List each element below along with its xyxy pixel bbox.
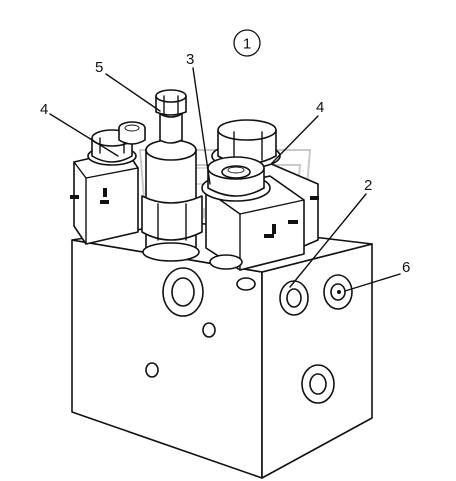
- front-ports: [145, 267, 256, 378]
- callout-2-label: 2: [364, 177, 372, 194]
- callout-5: 5: [95, 59, 161, 112]
- solenoid-valve-left: [70, 121, 146, 245]
- pressure-valve-center: [141, 89, 203, 262]
- assembly-number: 1: [243, 36, 251, 53]
- callout-3-label: 3: [186, 51, 194, 68]
- callout-5-label: 5: [95, 59, 103, 76]
- callout-2: 2: [289, 177, 372, 288]
- solenoid-valve-right-front: [201, 156, 305, 271]
- side-ports: [279, 274, 353, 404]
- callout-6-label: 6: [402, 259, 410, 276]
- callout-3: 3: [186, 51, 211, 185]
- callout-4-left: 4: [40, 101, 119, 157]
- assembly-number-badge: 1: [233, 29, 261, 57]
- callout-4-right: 4: [271, 99, 324, 164]
- callout-4-left-label: 4: [40, 101, 48, 118]
- callout-4-right-label: 4: [316, 99, 324, 116]
- callout-6: 6: [344, 259, 410, 292]
